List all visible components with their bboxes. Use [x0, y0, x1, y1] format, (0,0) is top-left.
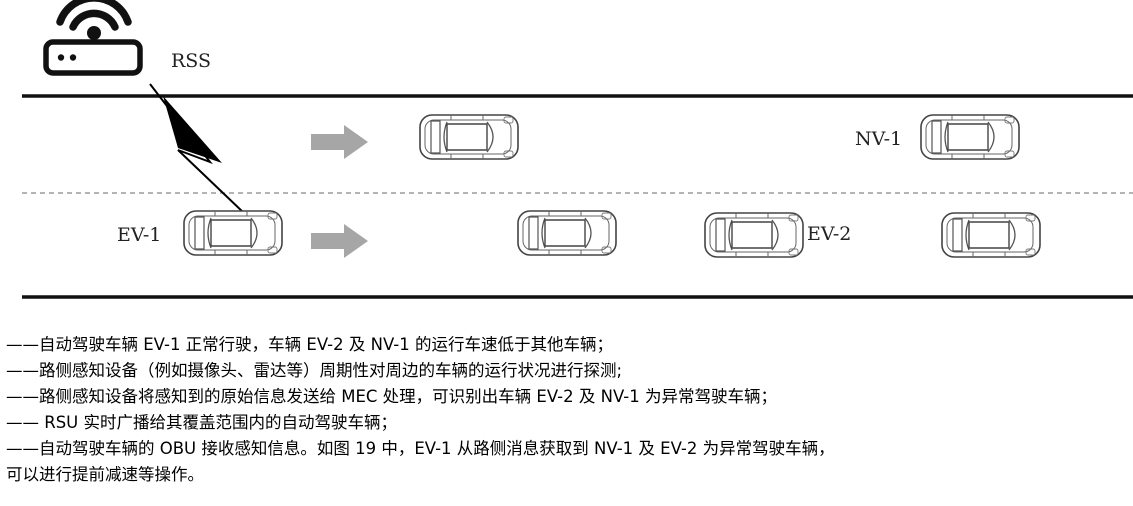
- description-line: ——自动驾驶车辆的 OBU 接收感知信息。如图 19 中，EV-1 从路侧消息获…: [6, 439, 835, 458]
- car-nv1: [920, 114, 1020, 160]
- car-icon: [941, 212, 1041, 258]
- router-icon: [43, 0, 143, 76]
- arrow-right-icon: [311, 125, 368, 159]
- ev2-label: EV-2: [807, 223, 852, 245]
- description-line: —— RSU 实时广播给其覆盖范围内的自动驾驶车辆；: [6, 413, 398, 432]
- rss-label: RSS: [171, 50, 212, 72]
- car-icon: [419, 114, 519, 160]
- description-text: ——自动驾驶车辆 EV-1 正常行驶，车辆 EV-2 及 NV-1 的运行车速低…: [6, 332, 1131, 488]
- description-line: ——自动驾驶车辆 EV-1 正常行驶，车辆 EV-2 及 NV-1 的运行车速低…: [6, 335, 613, 354]
- description-line: ——路侧感知设备（例如摄像头、雷达等）周期性对周边的车辆的运行状况进行探测;: [6, 361, 623, 380]
- arrow-right-icon: [311, 224, 368, 258]
- description-line: 可以进行提前减速等操作。: [6, 465, 204, 484]
- car-icon: [517, 210, 617, 256]
- nv1-label: NV-1: [855, 128, 903, 150]
- ev1-label: EV-1: [117, 224, 162, 246]
- description-line: ——路侧感知设备将感知到的原始信息发送给 MEC 处理，可识别出车辆 EV-2 …: [6, 387, 777, 406]
- car-ev2: [704, 212, 804, 258]
- car-ev1: [183, 210, 283, 256]
- lightning-bolt-icon: [163, 96, 222, 163]
